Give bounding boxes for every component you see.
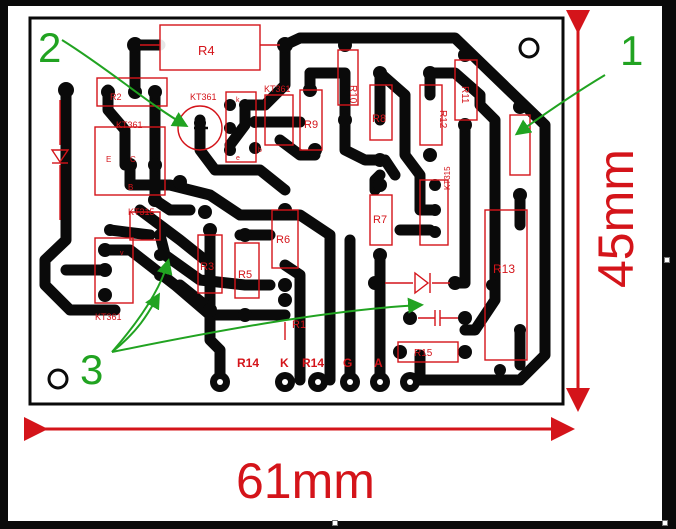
- silkscreen-outlines: [50, 24, 531, 363]
- label-kt361-b: KT361: [190, 92, 217, 102]
- label-connector-a: A: [374, 356, 383, 370]
- label-r2: R2: [110, 92, 122, 102]
- pin-label-c: C: [130, 155, 136, 164]
- annotation-number-3: 3: [80, 346, 103, 393]
- dimension-width-label: 61mm: [236, 453, 375, 509]
- dimension-lines: [24, 10, 590, 441]
- pin-label-e: E: [106, 155, 111, 164]
- label-r13: R13: [493, 262, 515, 276]
- label-kt361-d: KT361: [95, 312, 122, 322]
- pin-label-k-lower: k: [236, 97, 240, 104]
- label-r12: R12: [437, 110, 448, 129]
- label-r15: R15: [414, 348, 433, 359]
- annotation-number-1: 1: [620, 27, 643, 74]
- copper-pads: [58, 37, 527, 376]
- label-connector-g: G: [343, 356, 352, 370]
- annotation-arrows: [61, 39, 606, 353]
- label-r3: R3: [200, 261, 214, 273]
- label-kt315-b: KT315: [443, 166, 452, 190]
- capacitor-polarity-mark: [194, 121, 208, 135]
- label-r9: R9: [304, 119, 318, 131]
- resize-handle-corner[interactable]: [662, 520, 668, 526]
- mounting-hole-top-right: [518, 37, 540, 59]
- resize-handle-bottom[interactable]: [332, 520, 338, 526]
- label-connector-k: K: [280, 356, 289, 370]
- pin-label-e-lower: e: [236, 155, 240, 162]
- label-r10: R10: [347, 85, 358, 104]
- label-r1: R1: [292, 319, 306, 331]
- label-r14-right: R14: [302, 356, 324, 370]
- window-frame-top: [0, 0, 676, 6]
- dimension-height-label: 45mm: [588, 149, 644, 288]
- label-r14-left: R14: [237, 356, 259, 370]
- label-r5: R5: [238, 269, 252, 281]
- pin-label-b: B: [128, 183, 133, 192]
- label-r4: R4: [198, 43, 215, 58]
- label-r8: R8: [372, 113, 386, 125]
- window-frame-bottom: [0, 521, 676, 529]
- label-kt361-c: KT361: [264, 84, 291, 94]
- silkscreen-labels: R4 R2 KT361 KT361 KT361 KT315 KT361 KT31…: [95, 43, 515, 370]
- pin-label-v: v: [120, 250, 124, 257]
- mounting-hole-bottom-left: [47, 368, 69, 390]
- label-r6: R6: [276, 234, 290, 246]
- pin-label-b-lower: b: [258, 147, 262, 154]
- window-frame-right: [662, 0, 676, 529]
- output-connector-pads: [210, 372, 420, 392]
- label-kt361-a: KT361: [116, 120, 143, 130]
- annotation-number-2: 2: [38, 24, 61, 71]
- label-r7: R7: [373, 214, 387, 226]
- resize-handle-right[interactable]: [664, 257, 670, 263]
- window-frame-left: [0, 0, 8, 529]
- label-kt315-a: KT315: [128, 207, 155, 217]
- label-r11: R11: [459, 86, 470, 104]
